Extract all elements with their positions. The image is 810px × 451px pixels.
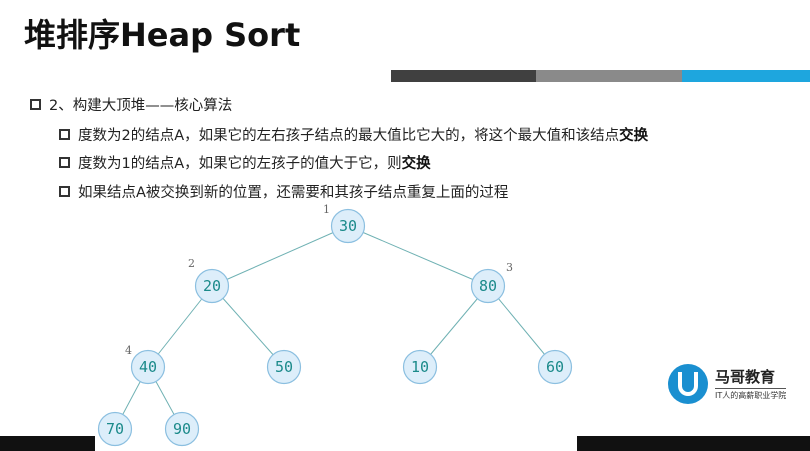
bullet-4: 如果结点A被交换到新的位置，还需要和其孩子结点重复上面的过程: [59, 181, 508, 202]
tree-edge: [347, 225, 489, 287]
bottom-bar-left: [0, 436, 95, 451]
slide-title: 堆排序Heap Sort: [24, 16, 301, 54]
node-index-label: 1: [323, 203, 330, 216]
bullet-bold-text: 交换: [619, 128, 649, 144]
tree-node: 70: [97, 411, 133, 447]
tree-node: 50: [266, 349, 302, 385]
bullet-box-icon: [59, 186, 70, 197]
bullet-1: 2、构建大顶堆——核心算法: [30, 94, 232, 115]
node-value: 50: [275, 358, 293, 376]
tree-node: 40: [130, 349, 166, 385]
node-value: 80: [479, 277, 497, 295]
node-value: 70: [106, 420, 124, 438]
bullet-2: 度数为2的结点A，如果它的左右孩子结点的最大值比它大的，将这个最大值和该结点交换: [59, 124, 648, 145]
node-value: 90: [173, 420, 191, 438]
header-bar-blue: [682, 70, 810, 82]
bullet-3: 度数为1的结点A，如果它的左孩子的值大于它，则交换: [59, 152, 431, 173]
node-index-label: 3: [506, 261, 513, 274]
header-bar-gray: [536, 70, 682, 82]
tree-node: 90: [164, 411, 200, 447]
node-value: 60: [546, 358, 564, 376]
bullet-box-icon: [59, 157, 70, 168]
tree-edge: [147, 285, 213, 368]
tree-edge: [211, 225, 349, 287]
tree-node: 60: [537, 349, 573, 385]
tree-node: 10: [402, 349, 438, 385]
bottom-bar-right: [577, 436, 810, 451]
tree-node: 20: [194, 268, 230, 304]
bullet-box-icon: [59, 129, 70, 140]
node-value: 40: [139, 358, 157, 376]
tree-node: 30: [330, 208, 366, 244]
tree-edge: [487, 285, 556, 368]
node-value: 10: [411, 358, 429, 376]
bullet-text: 如果结点A被交换到新的位置，还需要和其孩子结点重复上面的过程: [78, 185, 509, 201]
header-bar-dark: [391, 70, 536, 82]
tree-node: 80: [470, 268, 506, 304]
node-index-label: 4: [125, 344, 132, 357]
bullet-bold-text: 交换: [401, 156, 431, 172]
bullet-text: 2、构建大顶堆——核心算法: [49, 98, 233, 114]
bullet-text: 度数为1的结点A，如果它的左孩子的值大于它，则: [78, 156, 402, 172]
mage-logo-icon: [668, 364, 708, 404]
node-index-label: 2: [188, 257, 195, 270]
bullet-box-icon: [30, 99, 41, 110]
brand-logo: 马哥教育 IT人的高薪职业学院: [668, 364, 798, 404]
node-value: 30: [339, 217, 357, 235]
bullet-text: 度数为2的结点A，如果它的左右孩子结点的最大值比它大的，将这个最大值和该结点: [78, 128, 620, 144]
logo-tagline: IT人的高薪职业学院: [715, 388, 787, 401]
logo-name: 马哥教育: [715, 368, 776, 386]
tree-edge: [211, 285, 285, 368]
node-value: 20: [203, 277, 221, 295]
tree-edge: [419, 285, 489, 368]
